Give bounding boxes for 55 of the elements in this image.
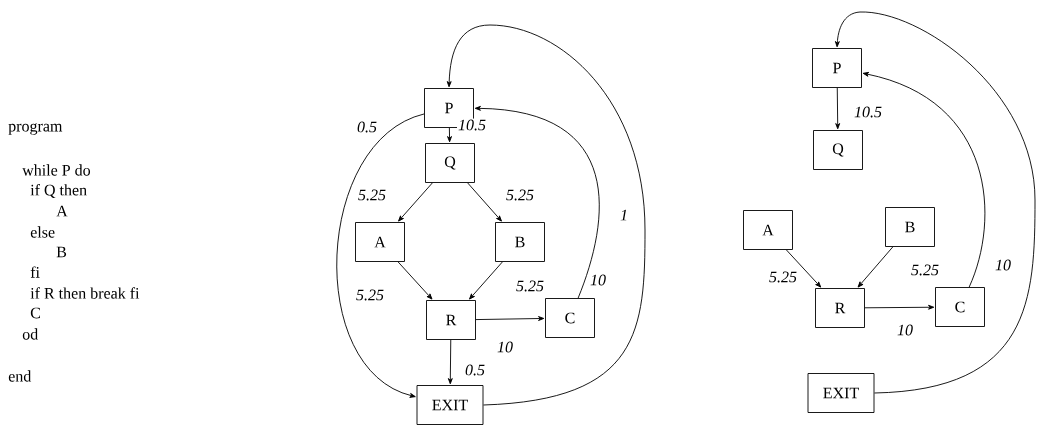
arrow — [475, 316, 545, 321]
arrow — [446, 24, 646, 406]
edge-label: 10.5 — [457, 118, 487, 132]
edge-label: 5.25 — [357, 188, 387, 202]
process-box: EXIT — [807, 373, 875, 413]
arrow — [469, 261, 503, 300]
arrow — [834, 11, 1036, 394]
edge-label: 10.5 — [853, 105, 883, 119]
process-box: Q — [813, 130, 863, 170]
edge-label: 10 — [496, 340, 514, 354]
arrow — [447, 127, 452, 143]
process-box: R — [426, 300, 476, 340]
arrow — [857, 246, 894, 288]
process-box: C — [935, 287, 985, 327]
edge-label: 0.5 — [356, 120, 378, 134]
code-line: if R then break fi — [30, 287, 140, 299]
arrow — [785, 249, 822, 288]
code-line: B — [56, 246, 67, 258]
process-box: A — [355, 222, 405, 262]
arrow — [398, 182, 433, 222]
edge-label: 5.25 — [768, 270, 798, 284]
process-box: B — [885, 207, 935, 247]
edge-label: 5.25 — [355, 288, 385, 302]
edge-label: 10 — [896, 323, 914, 337]
edge-label: 10 — [994, 258, 1012, 272]
arrow — [835, 87, 841, 130]
edge-label: 1 — [619, 208, 629, 222]
arrow — [467, 182, 502, 222]
code-line: C — [30, 307, 40, 319]
process-box: B — [495, 222, 545, 262]
edge-label: 0.5 — [464, 363, 486, 377]
arrow — [397, 261, 433, 300]
process-box: Q — [425, 143, 475, 183]
code-line: end — [8, 370, 32, 382]
code-line: program — [8, 123, 63, 135]
arrow — [474, 105, 600, 299]
arrow — [447, 339, 453, 385]
arrow — [864, 304, 935, 310]
code-line: while P do — [22, 164, 91, 176]
edge-label: 5.25 — [910, 263, 940, 277]
process-box: P — [812, 48, 862, 88]
edge-label: 5.25 — [505, 188, 535, 202]
code-line: A — [56, 205, 68, 217]
code-line: od — [22, 328, 38, 340]
code-line: fi — [30, 266, 40, 278]
edge-label: 5.25 — [515, 279, 545, 293]
process-box: R — [815, 288, 865, 328]
process-box: EXIT — [416, 385, 484, 425]
arrow — [862, 71, 986, 288]
code-line: if Q then — [30, 184, 87, 198]
process-box: A — [743, 210, 793, 250]
edge-label: 10 — [589, 273, 607, 287]
arrow — [336, 113, 425, 398]
code-line: else — [30, 226, 55, 238]
process-box: C — [545, 298, 595, 338]
